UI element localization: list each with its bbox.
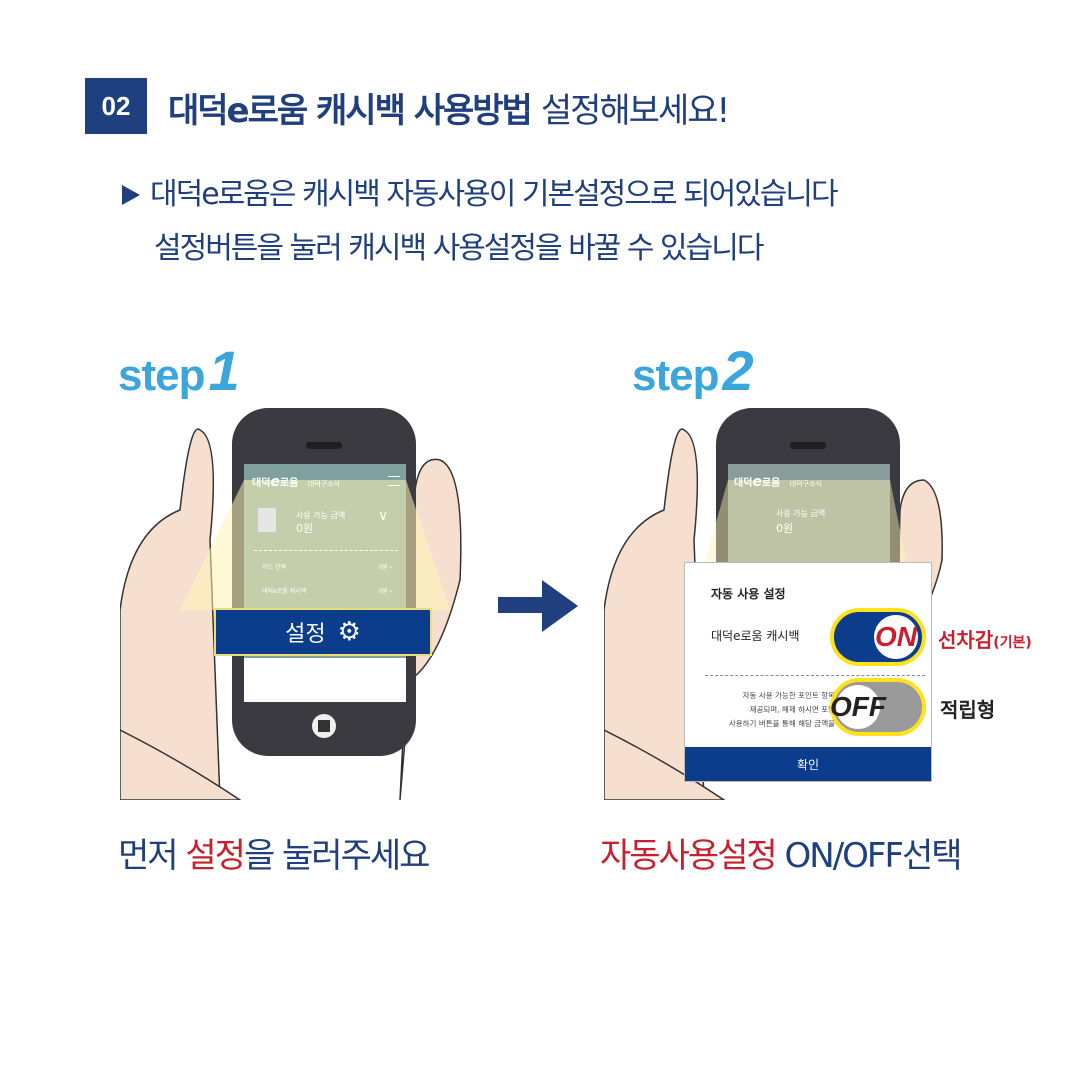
description: 대덕e로움은 캐시백 자동사용이 기본설정으로 되어있습니다 설정버튼을 눌러 … — [122, 168, 1022, 276]
divider — [254, 550, 398, 551]
off-mode-label: 적립형 — [940, 698, 996, 722]
app-brand: 대덕e로움 대덕구소식 — [252, 474, 340, 490]
toggle-on-switch[interactable]: ON — [830, 608, 926, 666]
step1-number: 1 — [208, 339, 239, 402]
divider — [705, 675, 925, 676]
toggle-off-switch[interactable]: OFF — [830, 678, 926, 736]
description-line-1: 대덕e로움은 캐시백 자동사용이 기본설정으로 되어있습니다 — [150, 177, 839, 212]
app-brand: 대덕e로움 대덕구소식 — [734, 474, 822, 490]
popup-note: 자동 사용 가능한 포인트 항목 제공되며, 해제 하시면 포인 사용하기 버튼… — [728, 691, 835, 728]
caption-highlight: 설정 — [185, 836, 246, 876]
section-number-badge: 02 — [85, 78, 147, 134]
hand-holding-phone-icon — [119, 408, 462, 801]
toggle-knob: ON — [874, 615, 918, 659]
balance-value: 0원 — [776, 522, 794, 535]
settings-button[interactable]: 설정 ⚙ — [214, 608, 432, 656]
arrow-right-icon — [498, 580, 578, 632]
on-mode-label: 선차감(기본) — [938, 628, 1032, 652]
title-normal: 설정해보세요! — [540, 90, 730, 131]
balance-value: 0원 — [296, 522, 314, 535]
description-line-2: 설정버튼을 눌러 캐시백 사용설정을 바꿀 수 있습니다 — [154, 231, 764, 266]
step1-caption: 먼저 설정을 눌러주세요 — [118, 836, 430, 876]
menu-icon[interactable] — [388, 476, 400, 486]
step1-heading: step1 — [118, 338, 240, 403]
toggle-off-label: OFF — [830, 691, 886, 722]
step2-caption: 자동사용설정 ON/OFF선택 — [600, 836, 963, 876]
confirm-button[interactable]: 확인 — [685, 747, 931, 781]
step2-number: 2 — [722, 339, 753, 402]
step1-label: step — [118, 351, 205, 400]
popup-row-label: 대덕e로움 캐시백 — [711, 629, 800, 643]
page-title: 대덕e로움 캐시백 사용방법 설정해보세요! — [168, 80, 730, 134]
toggle-knob: OFF — [830, 685, 886, 729]
popup-title: 자동 사용 설정 — [711, 587, 786, 601]
card-icon — [258, 508, 276, 532]
chevron-down-icon[interactable]: ∨ — [378, 508, 389, 524]
balance-label: 사용 가능 금액 — [776, 509, 826, 518]
step2-heading: step2 — [632, 338, 754, 403]
app-subtitle: 대덕구소식 — [789, 480, 822, 488]
balance-label: 사용 가능 금액 — [296, 511, 346, 520]
toggle-on-label: ON — [875, 621, 917, 652]
settings-button-label: 설정 — [285, 622, 326, 647]
caption-highlight: 자동사용설정 — [600, 836, 778, 876]
gear-icon: ⚙ — [337, 617, 361, 647]
triangle-bullet-icon — [122, 185, 140, 205]
auto-use-settings-popup: 자동 사용 설정 대덕e로움 캐시백 자동 사용 가능한 포인트 항목 제공되며… — [684, 562, 932, 782]
step2-label: step — [632, 351, 719, 400]
title-bold: 대덕e로움 캐시백 사용방법 — [168, 90, 533, 131]
step2-illustration: 대덕e로움 대덕구소식 사용 가능 금액 0원 자동 사용 설정 대덕e로움 캐… — [603, 400, 964, 801]
app-subtitle: 대덕구소식 — [307, 480, 340, 488]
